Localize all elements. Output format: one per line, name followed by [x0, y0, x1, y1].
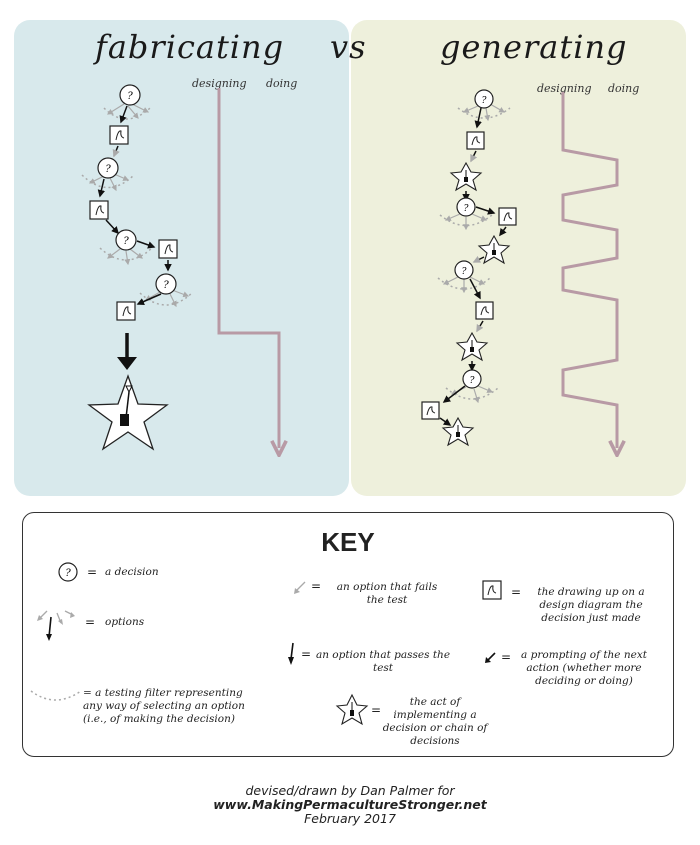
key-decision-text: a decision [105, 566, 159, 578]
key-equals: = [301, 647, 312, 661]
svg-text:?: ? [464, 204, 469, 214]
fabricating-process-line [217, 88, 279, 448]
left-doing-label: doing [266, 77, 298, 90]
fail-option-icon [294, 581, 306, 594]
gen-decision-2: ? [439, 197, 496, 231]
key-box: KEY ? = a decision = options = a testing… [22, 512, 674, 757]
fab-drawing-3 [158, 239, 178, 272]
implementation-star-icon [335, 693, 369, 726]
key-equals: = [371, 703, 382, 717]
filter-arc-icon [30, 690, 82, 701]
title-fabricating: fabricating [95, 28, 285, 66]
gen-star-1 [449, 161, 483, 202]
left-designing-label: designing [192, 77, 247, 90]
key-drawing-text: the drawing up on a design diagram the d… [537, 586, 645, 624]
svg-text:?: ? [163, 280, 169, 291]
gen-decision-3: ? [437, 260, 491, 300]
fab-decision-4: ? [136, 273, 193, 308]
right-designing-label: designing [537, 82, 592, 95]
gen-drawing-3 [475, 301, 494, 333]
key-equals: = [311, 579, 322, 593]
prompting-arrow-icon [485, 652, 496, 663]
svg-text:?: ? [462, 267, 467, 277]
gen-decision-1: ? [457, 89, 511, 129]
gen-drawing-2 [498, 207, 517, 237]
svg-text:?: ? [65, 568, 71, 579]
gen-drawing-1 [466, 131, 485, 163]
right-doing-label: doing [608, 82, 640, 95]
generating-panel [351, 20, 686, 496]
key-prompting-text: a prompting of the next action (whether … [521, 649, 647, 687]
title-vs: vs [330, 28, 367, 66]
key-equals: = [511, 585, 522, 599]
title-generating: generating [440, 28, 628, 66]
key-title: KEY [321, 527, 375, 557]
fab-decision-3: ? [99, 229, 156, 266]
key-passes-text: an option that passes the test [315, 649, 451, 674]
process-diagram: ? ? ? ? [81, 84, 700, 505]
gen-star-3 [455, 331, 489, 372]
fab-drawing-2 [89, 200, 120, 235]
fab-drawing-4 [116, 301, 136, 321]
gen-star-4 [441, 416, 475, 447]
credits-website-link[interactable]: www.MakingPermacultureStronger.net [213, 797, 487, 812]
fabricating-panel [14, 20, 349, 496]
fab-decision-2: ? [81, 157, 135, 198]
option-arrow-icon [37, 610, 75, 641]
svg-text:?: ? [105, 164, 111, 175]
decision-icon: ? [58, 562, 78, 582]
gen-decision-4: ? [442, 369, 499, 404]
gen-drawing-4 [421, 401, 452, 426]
key-options-text: options [105, 616, 145, 628]
drawing-icon [482, 580, 502, 600]
key-implementing-text: the act of implementing a decision or ch… [382, 696, 488, 747]
svg-text:?: ? [482, 96, 487, 106]
key-equals: = [501, 650, 512, 664]
key-equals: = [85, 615, 96, 629]
credits: devised/drawn by Dan Palmer for www.Maki… [0, 784, 700, 826]
pass-option-icon [288, 642, 294, 665]
credits-date: February 2017 [304, 811, 396, 826]
fab-drawing-1 [109, 125, 129, 158]
key-equals: = [87, 565, 98, 579]
fab-implementation-star [87, 374, 169, 451]
fab-decision-1: ? [103, 84, 151, 124]
gen-star-2 [472, 234, 511, 265]
credits-author: devised/drawn by Dan Palmer for [245, 783, 455, 798]
key-fails-text: an option that fails the test [336, 581, 438, 606]
svg-text:?: ? [470, 376, 475, 386]
generating-process-line [561, 92, 617, 448]
svg-text:?: ? [123, 236, 129, 247]
svg-text:?: ? [127, 91, 133, 102]
key-filter-text: = a testing filter representing any way … [83, 687, 245, 725]
